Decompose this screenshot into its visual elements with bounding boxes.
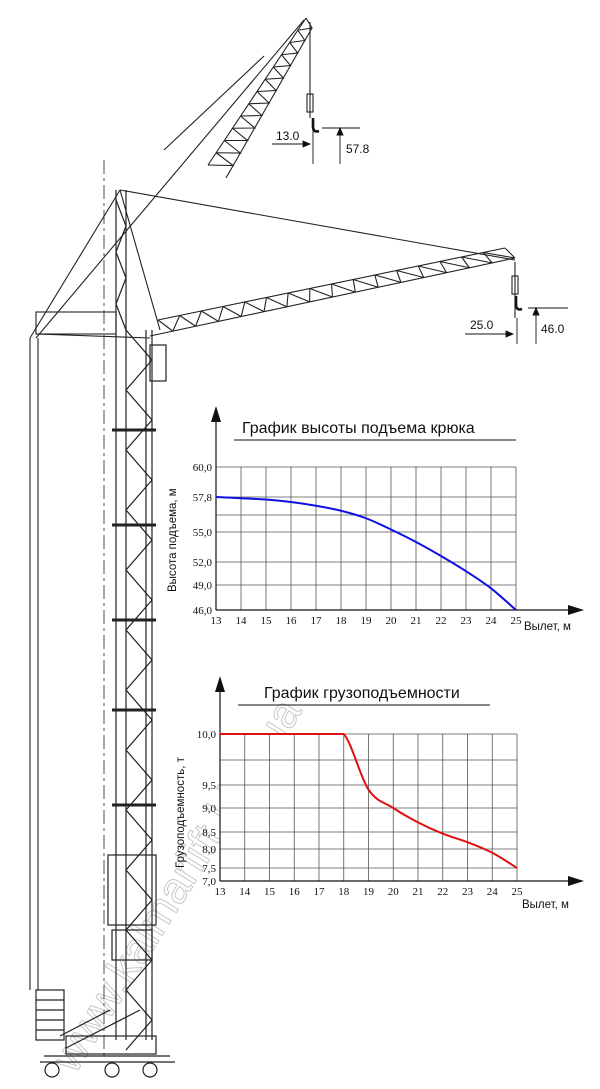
- y-tick-label: 55,0: [193, 527, 213, 539]
- y-tick-label: 9,5: [202, 780, 216, 792]
- x-tick-label: 23: [462, 886, 474, 898]
- x-tick-label: 21: [413, 886, 424, 898]
- x-tick-label: 13: [211, 615, 223, 627]
- crane-tower: [103, 160, 167, 1060]
- y-tick-label: 7,5: [202, 863, 216, 875]
- x-tick-label: 14: [236, 615, 248, 627]
- crane-base: [35, 989, 175, 1078]
- x-tick-label: 20: [386, 615, 398, 627]
- x-tick-label: 16: [286, 615, 298, 627]
- dim-lower-reach: 25.0: [470, 318, 494, 332]
- y-tick-label: 7,0: [202, 876, 216, 888]
- chart2-y-arrow: [215, 676, 225, 692]
- crane-counter-boom: [29, 19, 516, 990]
- dimension-annotations: [272, 126, 568, 344]
- hook-icon: [311, 118, 320, 133]
- hook-height-chart: 13 14 15 16 17 18 19 20 21 22 23 24 25 46,0 49,0 52,0 5…: [167, 406, 584, 633]
- chart2-title: График грузоподъемности: [264, 685, 460, 702]
- x-tick-label: 19: [361, 615, 373, 627]
- x-tick-label: 13: [215, 886, 227, 898]
- y-tick-label: 46,0: [193, 605, 213, 617]
- chart1-x-label: Вылет, м: [524, 621, 571, 633]
- chart1-y-ticks: 46,0 49,0 52,0 55,0 57,8 60,0: [193, 462, 213, 617]
- hook-icon: [514, 296, 523, 311]
- x-tick-label: 18: [336, 615, 348, 627]
- y-tick-label: 8,5: [202, 827, 216, 839]
- x-tick-label: 14: [239, 886, 251, 898]
- crane-raised-boom: [163, 17, 314, 179]
- x-tick-label: 15: [261, 615, 273, 627]
- y-tick-label: 57,8: [193, 492, 213, 504]
- x-tick-label: 17: [311, 615, 323, 627]
- chart2-series-line: [220, 733, 518, 869]
- dim-upper-reach: 13.0: [276, 129, 300, 143]
- chart1-series-line: [215, 496, 517, 611]
- x-tick-label: 25: [511, 615, 523, 627]
- chart1-y-arrow: [211, 406, 221, 422]
- x-tick-label: 25: [512, 886, 524, 898]
- y-tick-label: 52,0: [193, 557, 213, 569]
- chart1-title: График высоты подъема крюка: [242, 420, 475, 437]
- x-tick-label: 24: [486, 615, 498, 627]
- y-tick-label: 60,0: [193, 462, 213, 474]
- x-tick-label: 17: [314, 886, 326, 898]
- x-tick-label: 20: [388, 886, 400, 898]
- chart2-y-ticks: 7,07,5 8,0 8,5 9,0 9,5 10,0: [197, 729, 217, 888]
- chart2-x-label: Вылет, м: [522, 899, 569, 911]
- y-tick-label: 10,0: [197, 729, 217, 741]
- y-tick-label: 9,0: [202, 803, 216, 815]
- dim-lower-height: 46.0: [541, 322, 565, 336]
- chart2-x-arrow: [568, 876, 584, 886]
- x-tick-label: 23: [461, 615, 473, 627]
- x-tick-label: 16: [289, 886, 301, 898]
- y-tick-label: 8,0: [202, 844, 216, 856]
- chart1-y-label: Высота подъема, м: [167, 488, 179, 592]
- x-tick-label: 22: [436, 615, 447, 627]
- x-tick-label: 22: [437, 886, 448, 898]
- x-tick-label: 15: [264, 886, 276, 898]
- chart2-y-label: Грузоподъемность, т: [175, 756, 187, 868]
- chart2-x-ticks: 13 14 15 16 17 18 19 20 21 22 23 24 25: [215, 886, 524, 898]
- crane-main-boom: [149, 247, 519, 337]
- y-tick-label: 49,0: [193, 580, 213, 592]
- x-tick-label: 24: [487, 886, 499, 898]
- x-tick-label: 18: [338, 886, 350, 898]
- chart1-x-ticks: 13 14 15 16 17 18 19 20 21 22 23 24 25: [211, 615, 523, 627]
- x-tick-label: 19: [363, 886, 375, 898]
- dim-upper-height: 57.8: [346, 142, 370, 156]
- x-tick-label: 21: [411, 615, 422, 627]
- chart1-x-arrow: [568, 605, 584, 615]
- load-capacity-chart: 13 14 15 16 17 18 19 20 21 22 23 24 25 7,07,5 8,0 8,5 9…: [175, 676, 584, 911]
